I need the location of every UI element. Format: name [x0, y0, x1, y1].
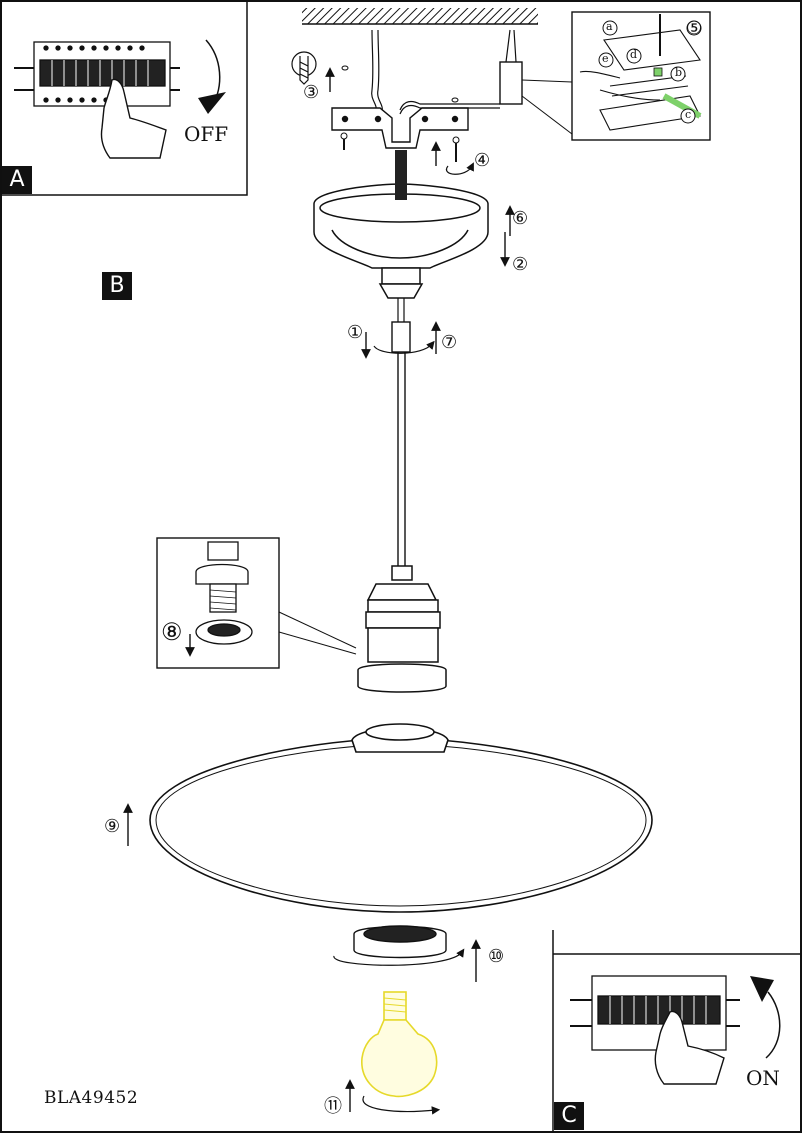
panel-c-badge: C	[554, 1102, 584, 1130]
rotate-arrow-icon-a	[198, 92, 226, 114]
breaker-icon-a	[14, 41, 180, 107]
rotate-arrow-icon-c	[750, 976, 774, 1002]
step-11: ⑪	[324, 1096, 342, 1117]
lamp-shade	[149, 723, 653, 913]
panel-b-badge: B	[102, 272, 132, 300]
step-6: ⑥	[512, 208, 529, 229]
callout-circles	[598, 20, 702, 124]
step-2: ②	[512, 254, 529, 275]
step-4: ④	[474, 150, 491, 171]
terminal-box	[499, 61, 523, 105]
callout-d: d	[630, 48, 638, 61]
socket-detail	[195, 541, 253, 645]
breaker-icon-c	[570, 975, 740, 1051]
ceiling-hatch	[302, 8, 538, 24]
lampholder	[357, 565, 447, 693]
hand-icon-c	[654, 1010, 725, 1085]
hand-icon-a	[100, 78, 167, 159]
cord-grip	[391, 321, 411, 353]
canopy	[313, 183, 489, 299]
callout-e: e	[602, 52, 609, 65]
callout-b: b	[675, 66, 683, 79]
callout-a: a	[606, 20, 613, 33]
step-5: ⑤	[686, 18, 703, 39]
shade-ring	[353, 925, 447, 959]
step-8: ⑧	[161, 618, 183, 646]
panel-a-frame	[0, 0, 248, 196]
supply-wire	[371, 29, 377, 113]
bulb-icon	[361, 991, 438, 1098]
model-code: BLA49452	[44, 1088, 139, 1108]
step-7: ⑦	[441, 332, 458, 353]
threaded-rod	[395, 150, 407, 200]
on-label: ON	[746, 1066, 780, 1090]
step-10: ⑩	[488, 946, 505, 967]
panel-a-badge: A	[2, 166, 32, 194]
step-1: ①	[347, 322, 364, 343]
callout-c: c	[685, 108, 692, 121]
off-label: OFF	[184, 122, 229, 146]
screw-icon	[291, 51, 317, 85]
panel-c-frame	[552, 930, 801, 1132]
step-9: ⑨	[104, 816, 121, 837]
step-3: ③	[303, 82, 320, 103]
